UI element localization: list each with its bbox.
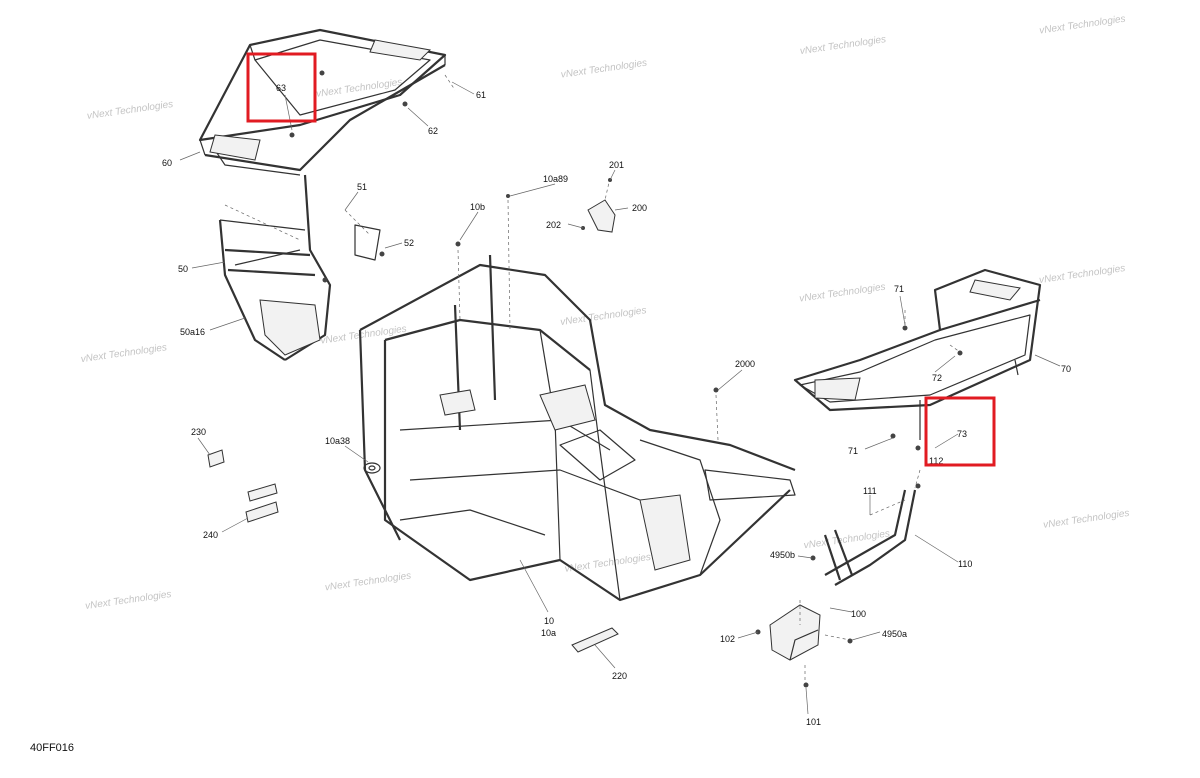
callout-52: 52 [404,238,414,248]
callout-71-upper: 71 [894,284,904,294]
front-rack-60 [198,28,456,176]
callout-200: 200 [632,203,647,213]
diagram-code: 40FF016 [30,742,75,754]
callout-4950a: 4950a [882,629,907,639]
bracket-200 [581,177,616,233]
watermark: vNext Technologies [80,342,168,365]
watermark: vNext Technologies [1043,508,1131,531]
rear-bumper-110 [810,469,921,586]
callout-62: 62 [428,126,438,136]
callout-202: 202 [546,220,561,230]
grommet-10a38 [363,462,381,474]
callout-71-lower: 71 [848,446,858,456]
callout-labels: 63 61 62 60 51 52 50 50a16 10a89 10b 201… [162,83,1071,727]
callout-220: 220 [612,671,627,681]
watermark: vNext Technologies [84,589,172,612]
callout-102: 102 [720,634,735,644]
callout-10b: 10b [470,202,485,212]
watermark: vNext Technologies [560,58,648,81]
callout-10a: 10a [541,628,556,638]
callout-63: 63 [276,83,286,93]
watermark: vNext Technologies [1038,263,1126,286]
callout-111: 111 [863,486,877,496]
callout-110: 110 [958,559,972,569]
highlight-box-63 [246,52,317,123]
callout-72: 72 [932,373,942,383]
hitch-bracket-100 [755,600,853,688]
callout-50: 50 [178,264,188,274]
callout-10a89: 10a89 [543,174,568,184]
callout-50a16: 50a16 [180,327,205,337]
bracket-220 [571,627,619,653]
callout-100: 100 [851,609,866,619]
watermark: vNext Technologies [799,34,887,57]
watermark: vNext Technologies [1039,14,1127,37]
callout-10: 10 [544,616,554,626]
plate-230 [207,449,225,468]
callout-70: 70 [1061,364,1071,374]
callout-73: 73 [957,429,967,439]
watermark: vNext Technologies [799,282,887,305]
callout-4950b: 4950b [770,550,795,560]
rear-rack-70 [793,268,1042,451]
watermark: vNext Technologies [324,570,412,593]
callout-101: 101 [806,717,821,727]
watermark: vNext Technologies [86,99,174,122]
callout-60: 60 [162,158,172,168]
leader-lines [179,81,1061,715]
plates-240 [245,483,279,523]
callout-201: 201 [609,160,624,170]
callout-112: 112 [929,456,943,466]
callout-10a38: 10a38 [325,436,350,446]
watermark: vNext Technologies [560,305,648,328]
callout-51: 51 [357,182,367,192]
main-frame-10 [358,194,796,602]
callout-230: 230 [191,427,206,437]
watermark: vNext Technologies [803,528,891,551]
highlight-box-73 [924,396,996,467]
front-bumper-50 [218,174,385,361]
callout-240: 240 [203,530,218,540]
callout-2000: 2000 [735,359,755,369]
callout-61: 61 [476,90,486,100]
